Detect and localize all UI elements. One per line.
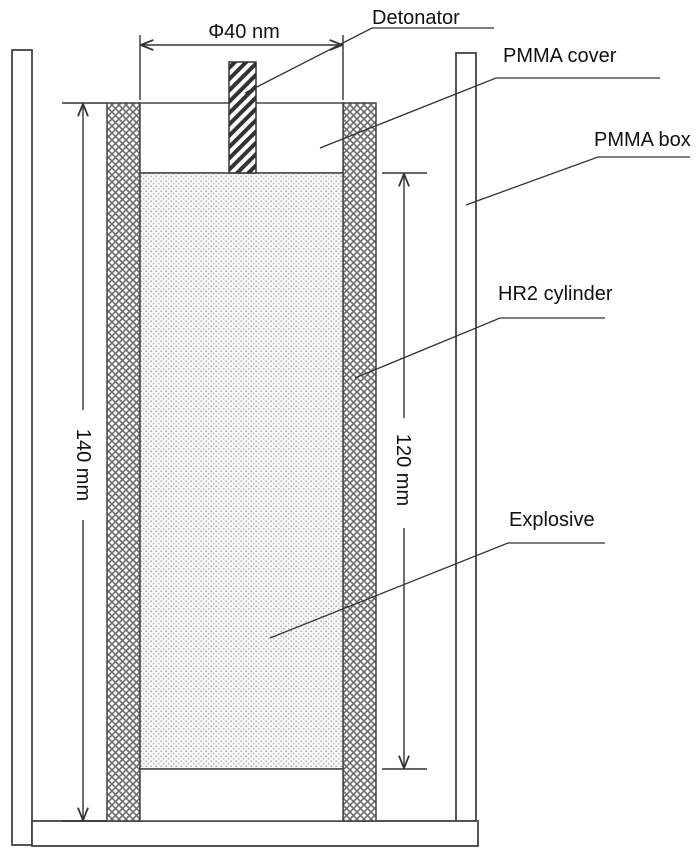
detonator xyxy=(228,61,257,174)
dim-140-label: 140 mm xyxy=(72,429,94,501)
explosive-charge xyxy=(139,172,344,770)
dim-140-label-bg xyxy=(72,410,96,520)
dim-120-label-bg xyxy=(392,418,416,528)
leader-hr2-cylinder xyxy=(354,317,605,379)
hr2-cylinder-right-wall xyxy=(342,102,377,822)
leader-lines xyxy=(244,27,690,639)
label-explosive: Explosive xyxy=(509,509,595,531)
dim-120-label: 120 mm xyxy=(392,434,414,506)
leader-explosive xyxy=(269,542,605,639)
pmma-box xyxy=(11,49,479,847)
label-pmma-cover: PMMA cover xyxy=(503,45,617,67)
leader-detonator xyxy=(244,27,494,94)
label-detonator: Detonator xyxy=(372,7,460,29)
leader-pmma-box xyxy=(465,156,690,206)
pmma-box-left-wall xyxy=(11,49,33,846)
pmma-box-base xyxy=(31,820,479,847)
diameter-dimension xyxy=(139,35,344,100)
bottom-spacer xyxy=(139,768,344,822)
leader-pmma-cover xyxy=(319,77,660,149)
pmma-box-right-wall xyxy=(455,52,477,824)
diameter-label: Φ40 nm xyxy=(208,21,280,43)
hr2-cylinder-left-wall xyxy=(106,102,141,822)
label-pmma-box: PMMA box xyxy=(594,129,691,151)
label-hr2-cylinder: HR2 cylinder xyxy=(498,283,613,305)
